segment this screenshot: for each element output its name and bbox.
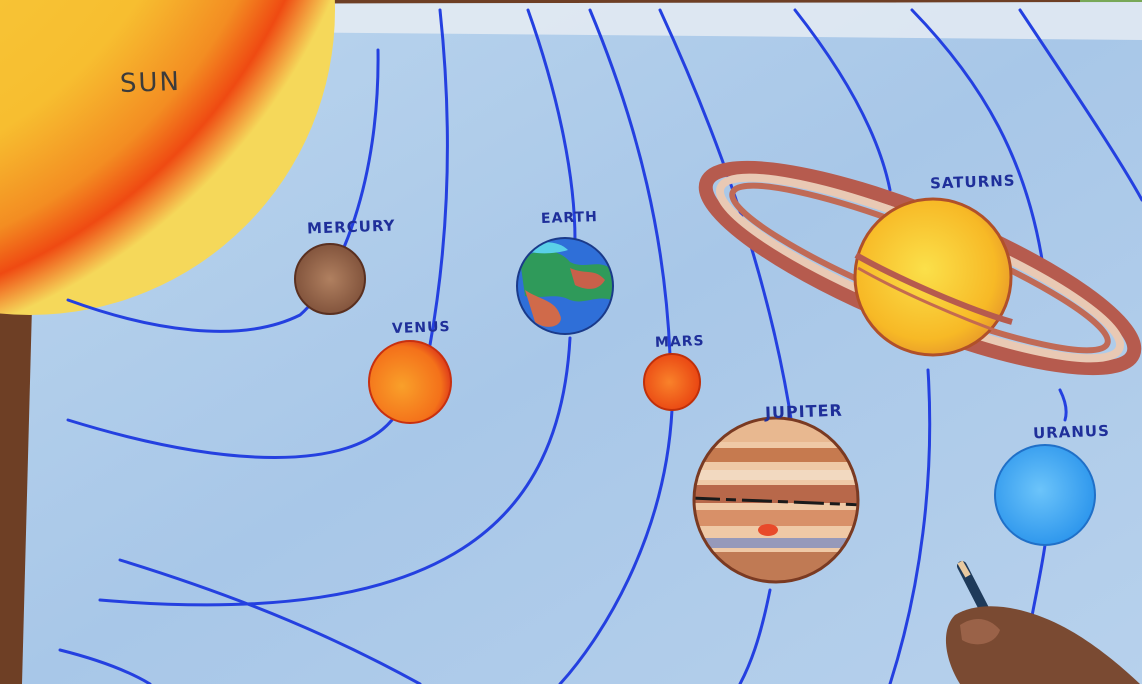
orbit-mercury: [66, 48, 380, 333]
mercury-label: MERCURY: [306, 216, 396, 238]
jupiter: [692, 416, 860, 584]
earth-label: EARTH: [540, 209, 599, 227]
mercury: [294, 243, 366, 315]
orbit-earth: [98, 8, 577, 607]
orbit-saturn: [793, 8, 932, 684]
mars-label: MARS: [654, 333, 705, 351]
sun-label: SUN: [119, 66, 182, 100]
orbit-venus: [66, 8, 449, 459]
uranus-label: URANUS: [1032, 421, 1111, 443]
uranus: [994, 444, 1096, 546]
orbit-neptune: [1018, 8, 1142, 202]
saturn-ring-front-inner: [857, 266, 1009, 337]
saturn-ring-front: [854, 252, 1013, 325]
orbit-mars: [558, 8, 674, 684]
orbit-outer-2: [58, 648, 152, 684]
orbit-outer-1: [118, 558, 422, 684]
orbit-lines: [58, 8, 1142, 684]
venus: [368, 340, 452, 424]
hand-with-pencil: [945, 560, 1140, 684]
sun: [0, 0, 370, 350]
saturn: [853, 197, 1013, 357]
earth: [516, 237, 614, 335]
jupiter-label: JUPITER: [764, 400, 844, 423]
mars: [643, 353, 701, 411]
venus-label: VENUS: [391, 318, 451, 338]
saturn-label: SATURNS: [929, 171, 1016, 193]
